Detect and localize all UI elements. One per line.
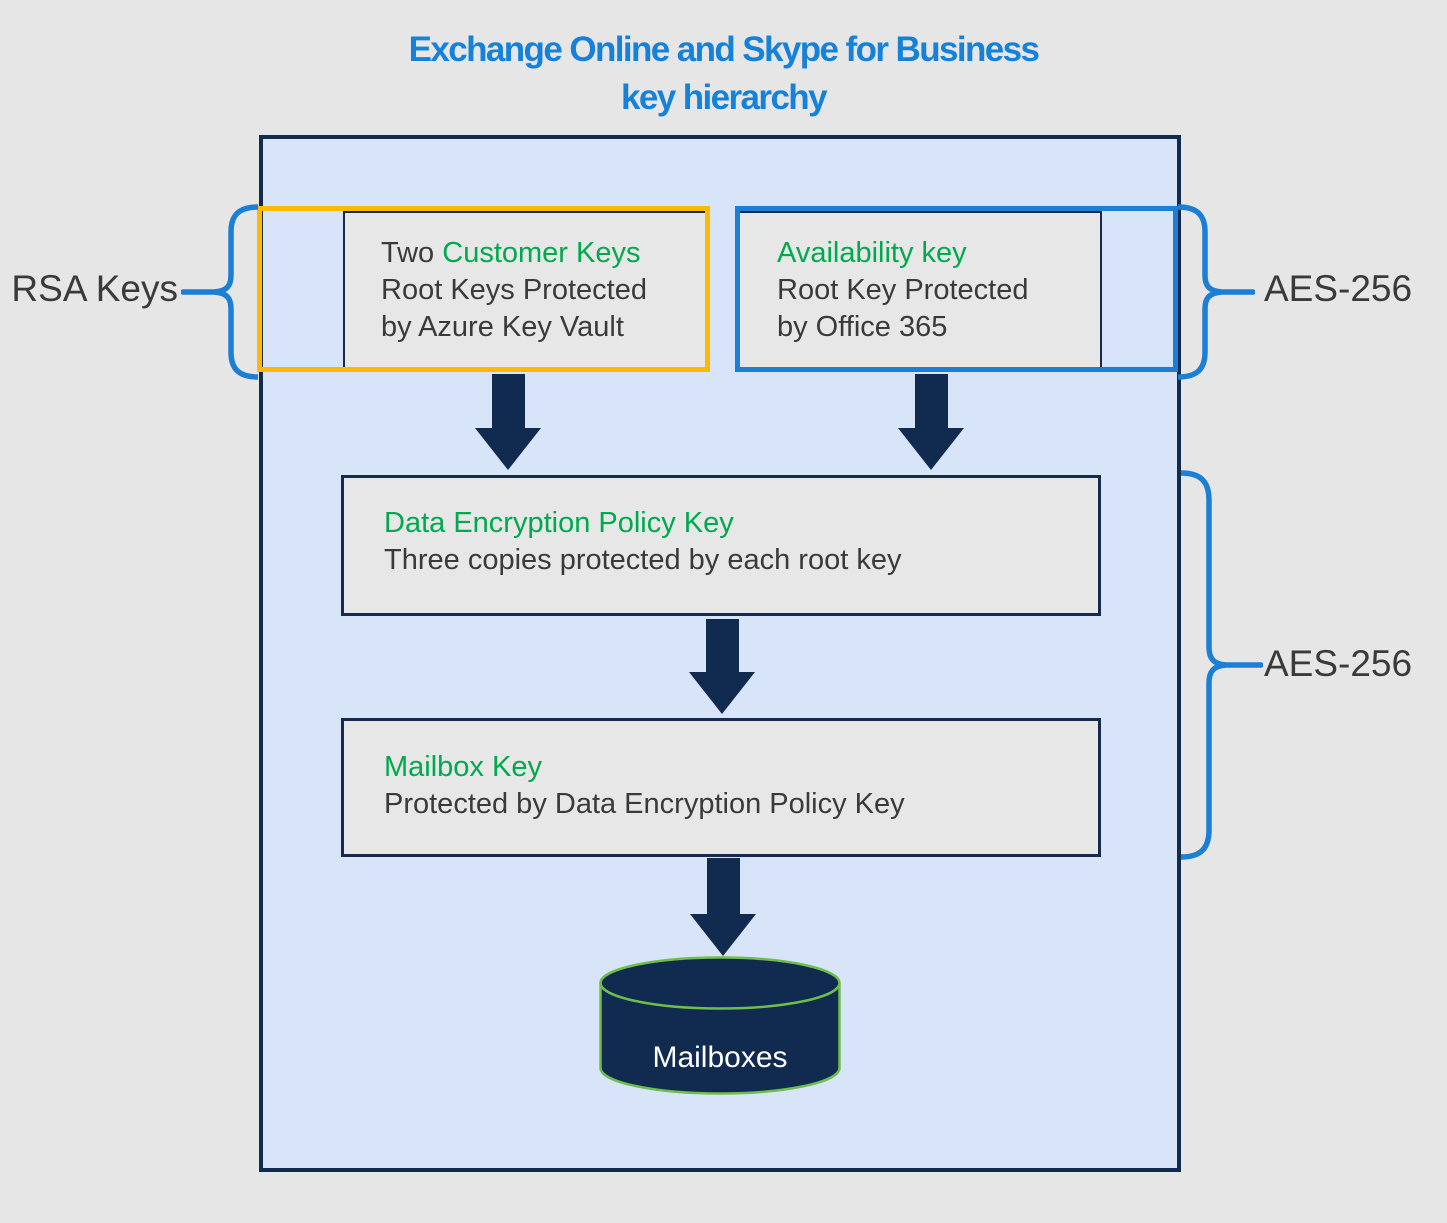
customer-keys-line1: Two Customer Keys: [381, 235, 696, 272]
diagram-title-line2: key hierarchy: [621, 78, 828, 117]
availability-key-box: Availability key Root Key Protected by O…: [737, 211, 1102, 370]
aes-bottom-brace-icon: [1181, 470, 1263, 860]
arrow-shaft: [914, 374, 948, 428]
aes-top-brace-icon: [1178, 204, 1255, 380]
arrow-head: [689, 672, 755, 714]
arrow-availability-key-to-dep-icon: [898, 374, 964, 470]
availability-key-line2: Root Key Protected: [777, 274, 1029, 306]
mailboxes-cylinder-icon: Mailboxes: [599, 956, 841, 1095]
availability-key-highlight: Availability key: [777, 237, 967, 269]
arrow-head: [690, 914, 756, 956]
aes-256-top-label: AES-256: [1264, 268, 1413, 309]
dep-key-line2: Three copies protected by each root key: [384, 544, 902, 576]
mailbox-key-highlight: Mailbox Key: [384, 751, 542, 783]
availability-key-line3: by Office 365: [777, 311, 948, 343]
arrow-customer-keys-to-dep-icon: [475, 374, 541, 470]
rsa-brace-icon: [181, 204, 258, 380]
customer-keys-line2: Root Keys Protected: [381, 274, 647, 306]
diagram-title-line1: Exchange Online and Skype for Business: [408, 30, 1040, 69]
customer-keys-highlight: Customer Keys: [442, 237, 641, 269]
arrow-shaft: [706, 858, 740, 914]
mailboxes-label: Mailboxes: [652, 1041, 787, 1074]
mailbox-key-line2: Protected by Data Encryption Policy Key: [384, 788, 905, 820]
arrow-mailbox-key-to-mailboxes-icon: [690, 858, 756, 956]
arrow-shaft: [705, 619, 739, 672]
data-encryption-policy-key-box: Data Encryption Policy Key Three copies …: [341, 475, 1101, 616]
rsa-keys-label: RSA Keys: [11, 268, 178, 309]
customer-keys-line3: by Azure Key Vault: [381, 311, 624, 343]
aes-256-bottom-label: AES-256: [1264, 643, 1413, 684]
arrow-dep-to-mailbox-key-icon: [689, 619, 755, 714]
customer-keys-prefix: Two: [381, 237, 443, 269]
arrow-shaft: [491, 374, 525, 428]
arrow-head: [898, 428, 964, 470]
diagram-title: Exchange Online and Skype for Business k…: [0, 26, 1447, 122]
mailbox-key-box: Mailbox Key Protected by Data Encryption…: [341, 718, 1101, 857]
customer-keys-box: Two Customer Keys Root Keys Protected by…: [343, 211, 708, 370]
arrow-head: [475, 428, 541, 470]
dep-key-highlight: Data Encryption Policy Key: [384, 507, 734, 539]
